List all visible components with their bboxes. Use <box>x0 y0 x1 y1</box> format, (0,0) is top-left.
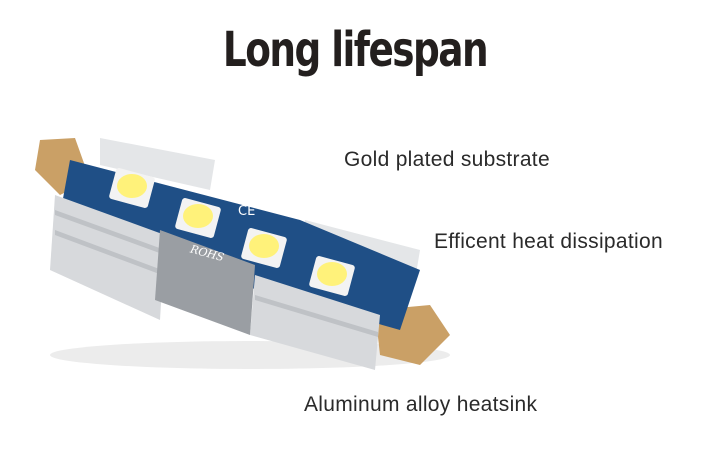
page-title: Long lifespan <box>222 22 489 78</box>
led-chips <box>109 168 355 296</box>
heatsink-left <box>50 195 165 320</box>
feature-label-gold-plated-substrate: Gold plated substrate <box>344 148 550 171</box>
led-bulb-image: CE ROHS <box>35 138 450 370</box>
ce-mark: CE <box>238 204 255 219</box>
feature-label-aluminum-heatsink: Aluminum alloy heatsink <box>304 393 538 416</box>
feature-label-heat-dissipation: Efficent heat dissipation <box>434 230 663 253</box>
heatsink-right <box>250 275 380 370</box>
